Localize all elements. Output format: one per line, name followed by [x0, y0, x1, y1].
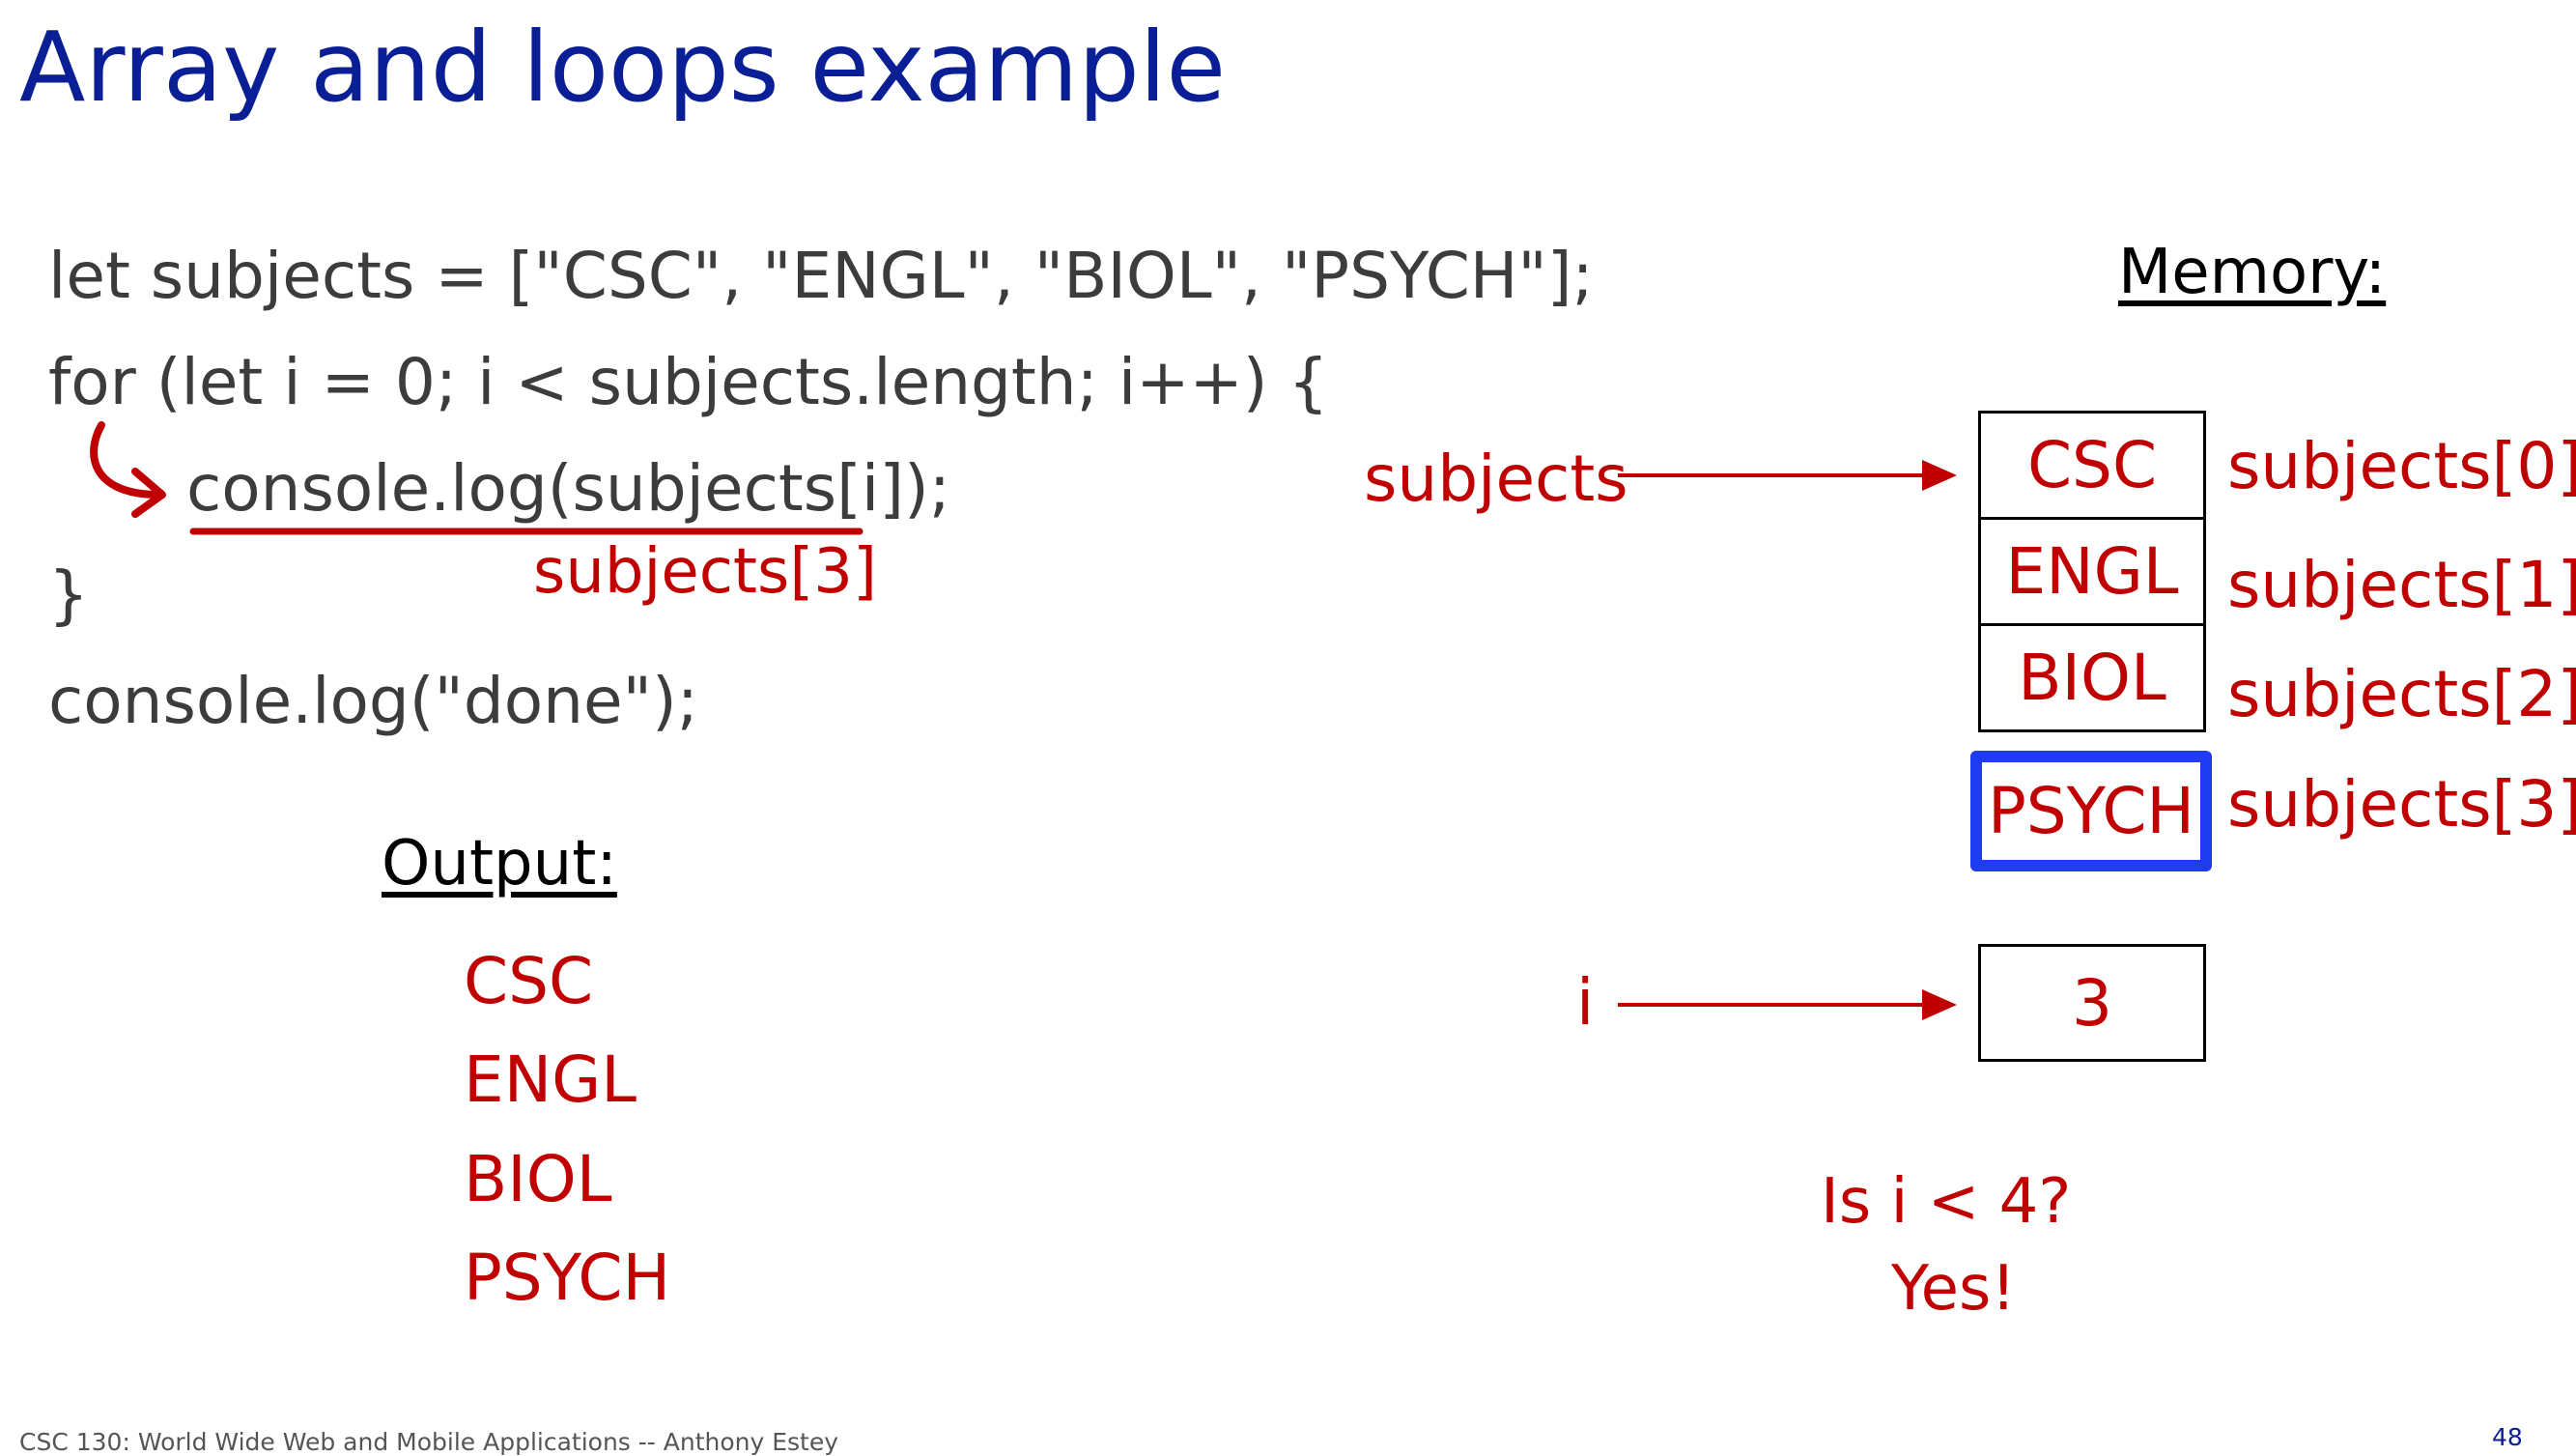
loop-body-arrow [90, 421, 158, 499]
slide-title: Array and loops example [19, 11, 1226, 124]
output-line-4: PSYCH [464, 1241, 671, 1315]
array-cell-3-highlighted: PSYCH [1970, 751, 2212, 871]
output-heading: Output: [382, 828, 617, 899]
page-number: 48 [2492, 1423, 2523, 1451]
current-element-annotation: subjects[3] [533, 536, 877, 608]
output-line-3: BIOL [464, 1142, 612, 1216]
loop-variable-label: i [1576, 965, 1595, 1040]
loop-body-arrowhead [131, 468, 166, 518]
array-index-1: subjects[1] [2227, 548, 2576, 622]
slide-footer: CSC 130: World Wide Web and Mobile Appli… [19, 1428, 839, 1456]
array-index-3: subjects[3] [2227, 767, 2576, 842]
array-cell-1: ENGL [1978, 517, 2206, 626]
code-line-4: } [48, 557, 89, 632]
loop-variable-value: 3 [1978, 944, 2206, 1062]
array-cell-2: BIOL [1978, 623, 2206, 732]
memory-heading: Memory: [2118, 237, 2387, 308]
loop-condition-answer: Yes! [1891, 1253, 2016, 1325]
code-line-1: let subjects = ["CSC", "ENGL", "BIOL", "… [48, 239, 1594, 313]
output-line-2: ENGL [464, 1042, 637, 1117]
code-line-2: for (let i = 0; i < subjects.length; i++… [48, 345, 1329, 419]
array-variable-label: subjects [1364, 442, 1628, 516]
code-line-5: console.log("done"); [48, 664, 698, 738]
output-line-1: CSC [464, 944, 594, 1018]
code-line-3: console.log(subjects[i]); [186, 451, 950, 526]
loop-condition-question: Is i < 4? [1821, 1166, 2072, 1238]
array-index-2: subjects[2] [2227, 657, 2576, 731]
array-index-0: subjects[0] [2227, 429, 2576, 503]
